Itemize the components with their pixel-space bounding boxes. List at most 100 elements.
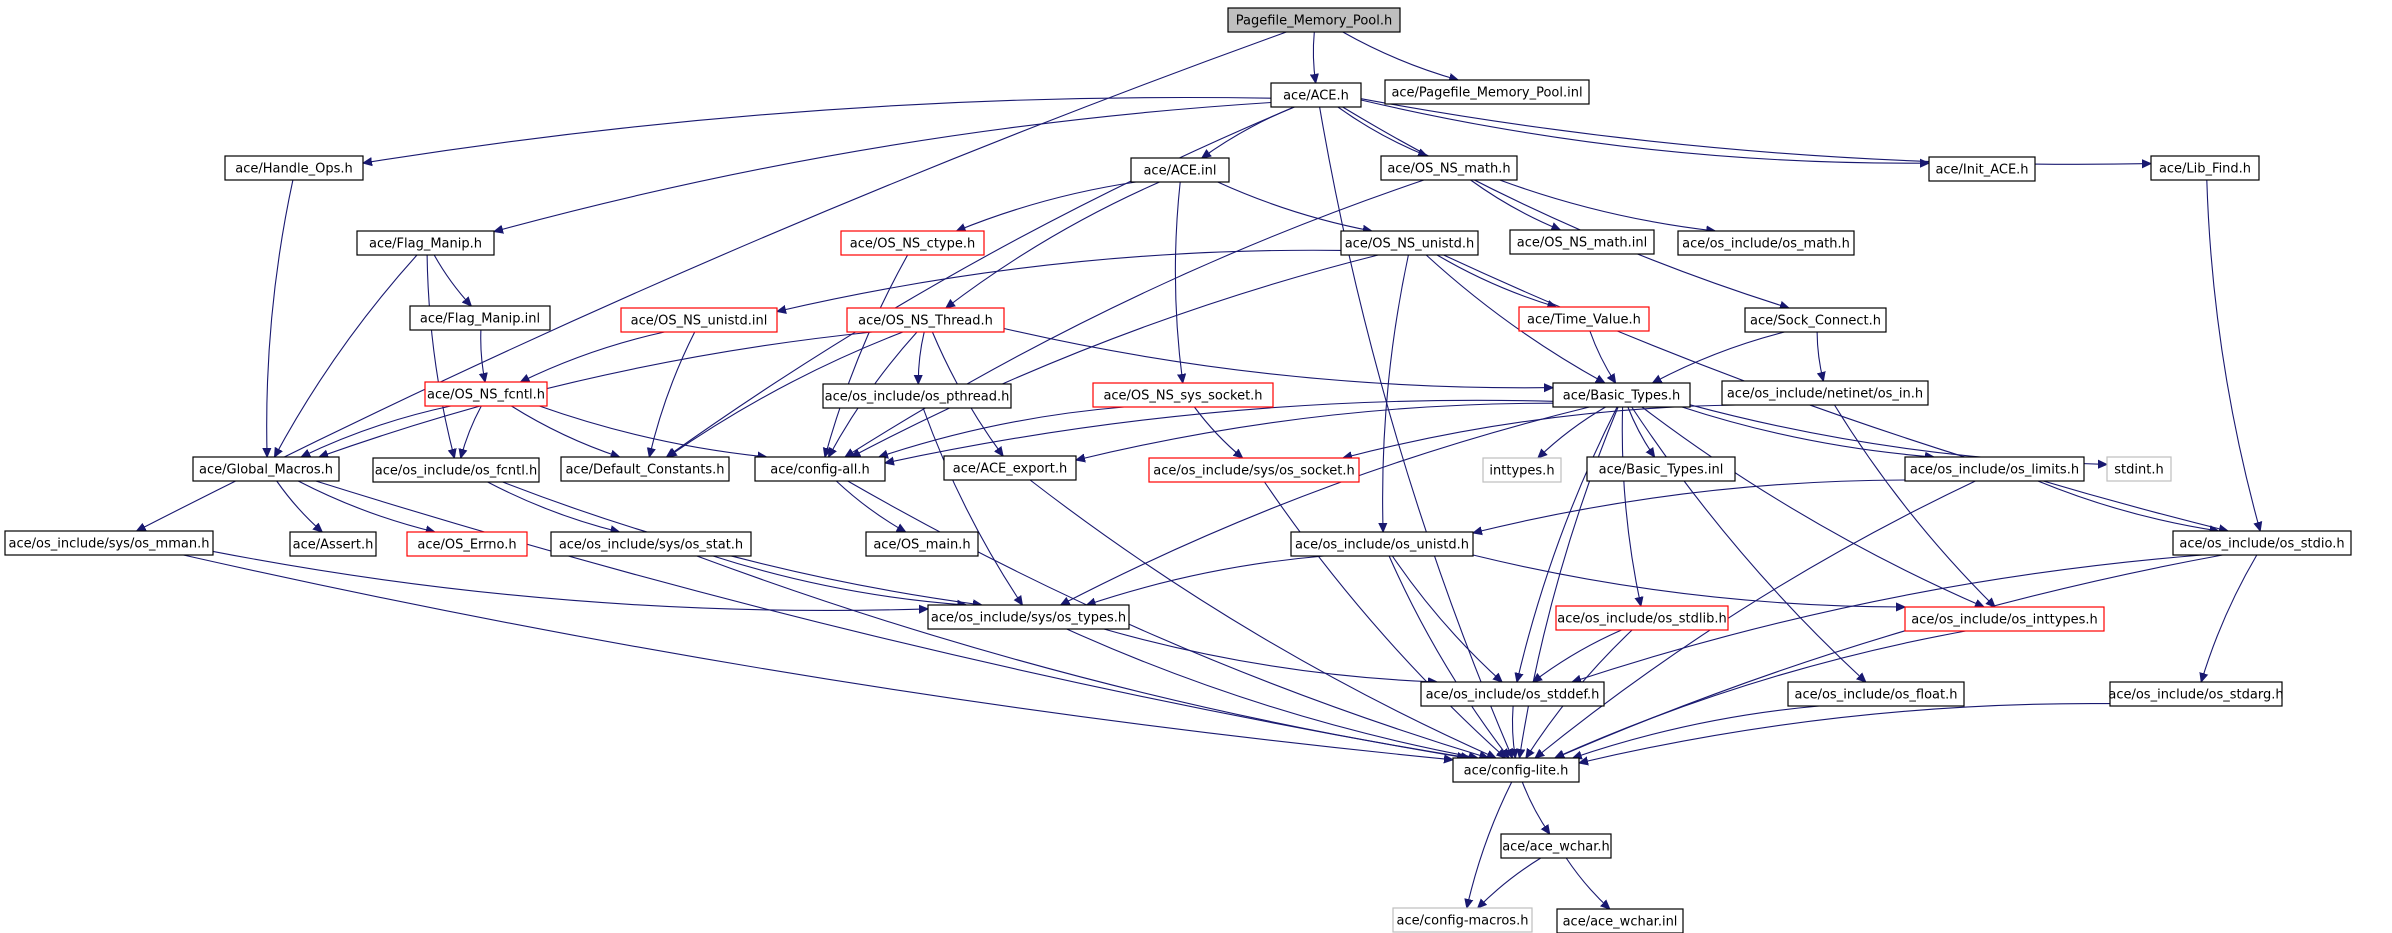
node-label-os_ns_ctype: ace/OS_NS_ctype.h	[850, 237, 976, 252]
node-init_ace[interactable]: ace/Init_ACE.h	[1928, 156, 2036, 182]
node-os_ns_sys_socket[interactable]: ace/OS_NS_sys_socket.h	[1092, 382, 1274, 408]
node-lib_find[interactable]: ace/Lib_Find.h	[2150, 155, 2260, 181]
node-box-os_ns_math_inl	[1509, 229, 1655, 255]
edge-ace_inl-to-os_ns_ctype	[957, 181, 1137, 231]
node-label-os_ns_fcntl: ace/OS_NS_fcntl.h	[427, 388, 545, 403]
node-label-os_unistd: ace/os_include/os_unistd.h	[1295, 538, 1469, 553]
node-os_ns_unistd_inl[interactable]: ace/OS_NS_unistd.inl	[620, 307, 778, 333]
node-pagefile[interactable]: Pagefile_Memory_Pool.h	[1227, 7, 1401, 33]
node-global_macros[interactable]: ace/Global_Macros.h	[192, 456, 340, 482]
edge-ace_export-to-config_lite	[1029, 479, 1496, 759]
node-box-os_stdio	[2172, 530, 2352, 556]
node-ace_wchar_inl[interactable]: ace/ace_wchar.inl	[1556, 908, 1684, 933]
edge-os_ns_unistd-to-config_all	[851, 254, 1379, 457]
node-box-time_value	[1518, 306, 1650, 332]
node-os_in[interactable]: ace/os_include/netinet/os_in.h	[1721, 380, 1929, 406]
node-inttypes[interactable]: inttypes.h	[1482, 457, 1562, 483]
node-pagefile_inl[interactable]: ace/Pagefile_Memory_Pool.inl	[1384, 79, 1590, 105]
edge-ace_h-to-ace_inl	[1202, 106, 1295, 158]
node-flag_manip[interactable]: ace/Flag_Manip.h	[356, 230, 495, 256]
edge-os_types-to-os_stddef	[1103, 628, 1437, 682]
edge-os_ns_math-to-os_math	[1499, 179, 1716, 231]
node-label-time_value: ace/Time_Value.h	[1527, 313, 1641, 328]
edge-basic_types-to-os_inttypes	[1641, 406, 1984, 607]
edge-os_in-to-os_socket	[1343, 404, 1737, 458]
edge-time_value-to-basic_types	[1589, 330, 1616, 383]
edge-os_unistd-to-config_lite	[1388, 555, 1509, 758]
node-box-ace_wchar	[1500, 833, 1612, 859]
node-handle_ops[interactable]: ace/Handle_Ops.h	[224, 155, 364, 181]
node-os_stdio[interactable]: ace/os_include/os_stdio.h	[2172, 530, 2352, 556]
node-stdint[interactable]: stdint.h	[2106, 456, 2172, 482]
edge-basic_types-to-os_stdlib	[1621, 406, 1641, 606]
node-flag_manip_inl[interactable]: ace/Flag_Manip.inl	[409, 305, 551, 331]
node-os_math[interactable]: ace/os_include/os_math.h	[1677, 230, 1855, 256]
edge-pagefile-to-pagefile_inl	[1342, 31, 1458, 80]
node-box-basic_types	[1552, 382, 1691, 408]
node-os_float[interactable]: ace/os_include/os_float.h	[1787, 681, 1965, 707]
node-os_errno[interactable]: ace/OS_Errno.h	[406, 531, 528, 557]
node-ace_inl[interactable]: ace/ACE.inl	[1130, 157, 1230, 183]
node-ace_wchar[interactable]: ace/ace_wchar.h	[1500, 833, 1612, 859]
node-os_ns_math[interactable]: ace/OS_NS_math.h	[1380, 155, 1518, 181]
edge-os_socket-to-config_lite	[1264, 481, 1506, 758]
node-label-ace_h: ace/ACE.h	[1283, 89, 1349, 104]
node-basic_types[interactable]: ace/Basic_Types.h	[1552, 382, 1691, 408]
node-os_socket[interactable]: ace/os_include/sys/os_socket.h	[1148, 457, 1360, 483]
node-os_fcntl[interactable]: ace/os_include/os_fcntl.h	[372, 457, 540, 483]
node-os_mman[interactable]: ace/os_include/sys/os_mman.h	[4, 530, 214, 556]
node-box-os_socket	[1148, 457, 1360, 483]
node-os_ns_thread[interactable]: ace/OS_NS_Thread.h	[846, 307, 1005, 333]
node-ace_h[interactable]: ace/ACE.h	[1270, 82, 1362, 108]
node-box-os_ns_math	[1380, 155, 1518, 181]
edge-os_inttypes-to-config_lite	[1555, 630, 1966, 759]
node-box-os_ns_fcntl	[424, 381, 548, 407]
node-config_macros[interactable]: ace/config-macros.h	[1392, 907, 1533, 933]
node-box-os_limits	[1904, 456, 2085, 482]
node-os_limits[interactable]: ace/os_include/os_limits.h	[1904, 456, 2085, 482]
node-os_stddef[interactable]: ace/os_include/os_stddef.h	[1420, 681, 1605, 707]
node-os_stdarg[interactable]: ace/os_include/os_stdarg.h	[2108, 681, 2284, 707]
node-sock_connect[interactable]: ace/Sock_Connect.h	[1744, 307, 1887, 333]
edge-os_types-to-config_lite	[1066, 628, 1478, 758]
node-os_ns_math_inl[interactable]: ace/OS_NS_math.inl	[1509, 229, 1655, 255]
node-default_constants[interactable]: ace/Default_Constants.h	[560, 456, 730, 482]
node-label-ace_export: ace/ACE_export.h	[953, 462, 1067, 477]
node-box-pagefile	[1227, 7, 1401, 33]
node-label-basic_types_inl: ace/Basic_Types.inl	[1599, 463, 1724, 478]
edge-os_ns_math-to-config_all	[845, 179, 1425, 457]
node-basic_types_inl[interactable]: ace/Basic_Types.inl	[1586, 456, 1736, 482]
node-os_main[interactable]: ace/OS_main.h	[865, 531, 979, 557]
node-config_all[interactable]: ace/config-all.h	[754, 456, 886, 482]
node-config_lite[interactable]: ace/config-lite.h	[1452, 757, 1580, 783]
edge-flag_manip-to-global_macros	[275, 254, 418, 457]
node-ace_export[interactable]: ace/ACE_export.h	[943, 455, 1077, 481]
edge-os_stdio-to-os_stdarg	[2201, 554, 2258, 682]
node-os_inttypes[interactable]: ace/os_include/os_inttypes.h	[1904, 606, 2105, 632]
edge-flag_manip_inl-to-os_ns_fcntl	[481, 329, 485, 382]
edge-basic_types-to-ace_export	[1076, 402, 1554, 460]
node-os_unistd[interactable]: ace/os_include/os_unistd.h	[1290, 531, 1474, 557]
node-label-handle_ops: ace/Handle_Ops.h	[235, 162, 352, 177]
edge-config_lite-to-config_macros	[1467, 781, 1513, 908]
node-box-os_ns_thread	[846, 307, 1005, 333]
node-os_pthread[interactable]: ace/os_include/os_pthread.h	[822, 383, 1012, 409]
node-os_types[interactable]: ace/os_include/sys/os_types.h	[927, 604, 1130, 630]
edge-ace_h-to-lib_find	[1360, 98, 2151, 165]
node-time_value[interactable]: ace/Time_Value.h	[1518, 306, 1650, 332]
node-os_ns_fcntl[interactable]: ace/OS_NS_fcntl.h	[424, 381, 548, 407]
node-os_ns_unistd[interactable]: ace/OS_NS_unistd.h	[1340, 230, 1479, 256]
node-box-os_stdlib	[1555, 605, 1729, 631]
edge-flag_manip-to-flag_manip_inl	[433, 254, 471, 306]
node-label-stdint: stdint.h	[2114, 463, 2163, 478]
node-label-lib_find: ace/Lib_Find.h	[2159, 162, 2251, 177]
node-assert[interactable]: ace/Assert.h	[289, 531, 377, 557]
node-os_stat[interactable]: ace/os_include/sys/os_stat.h	[550, 531, 752, 557]
node-box-os_unistd	[1290, 531, 1474, 557]
node-os_stdlib[interactable]: ace/os_include/os_stdlib.h	[1555, 605, 1729, 631]
edge-os_ns_fcntl-to-os_fcntl	[461, 405, 482, 458]
node-box-sock_connect	[1744, 307, 1887, 333]
edge-os_ns_thread-to-os_pthread	[918, 331, 925, 384]
node-label-os_in: ace/os_include/netinet/os_in.h	[1727, 387, 1923, 402]
node-os_ns_ctype[interactable]: ace/OS_NS_ctype.h	[840, 230, 985, 256]
